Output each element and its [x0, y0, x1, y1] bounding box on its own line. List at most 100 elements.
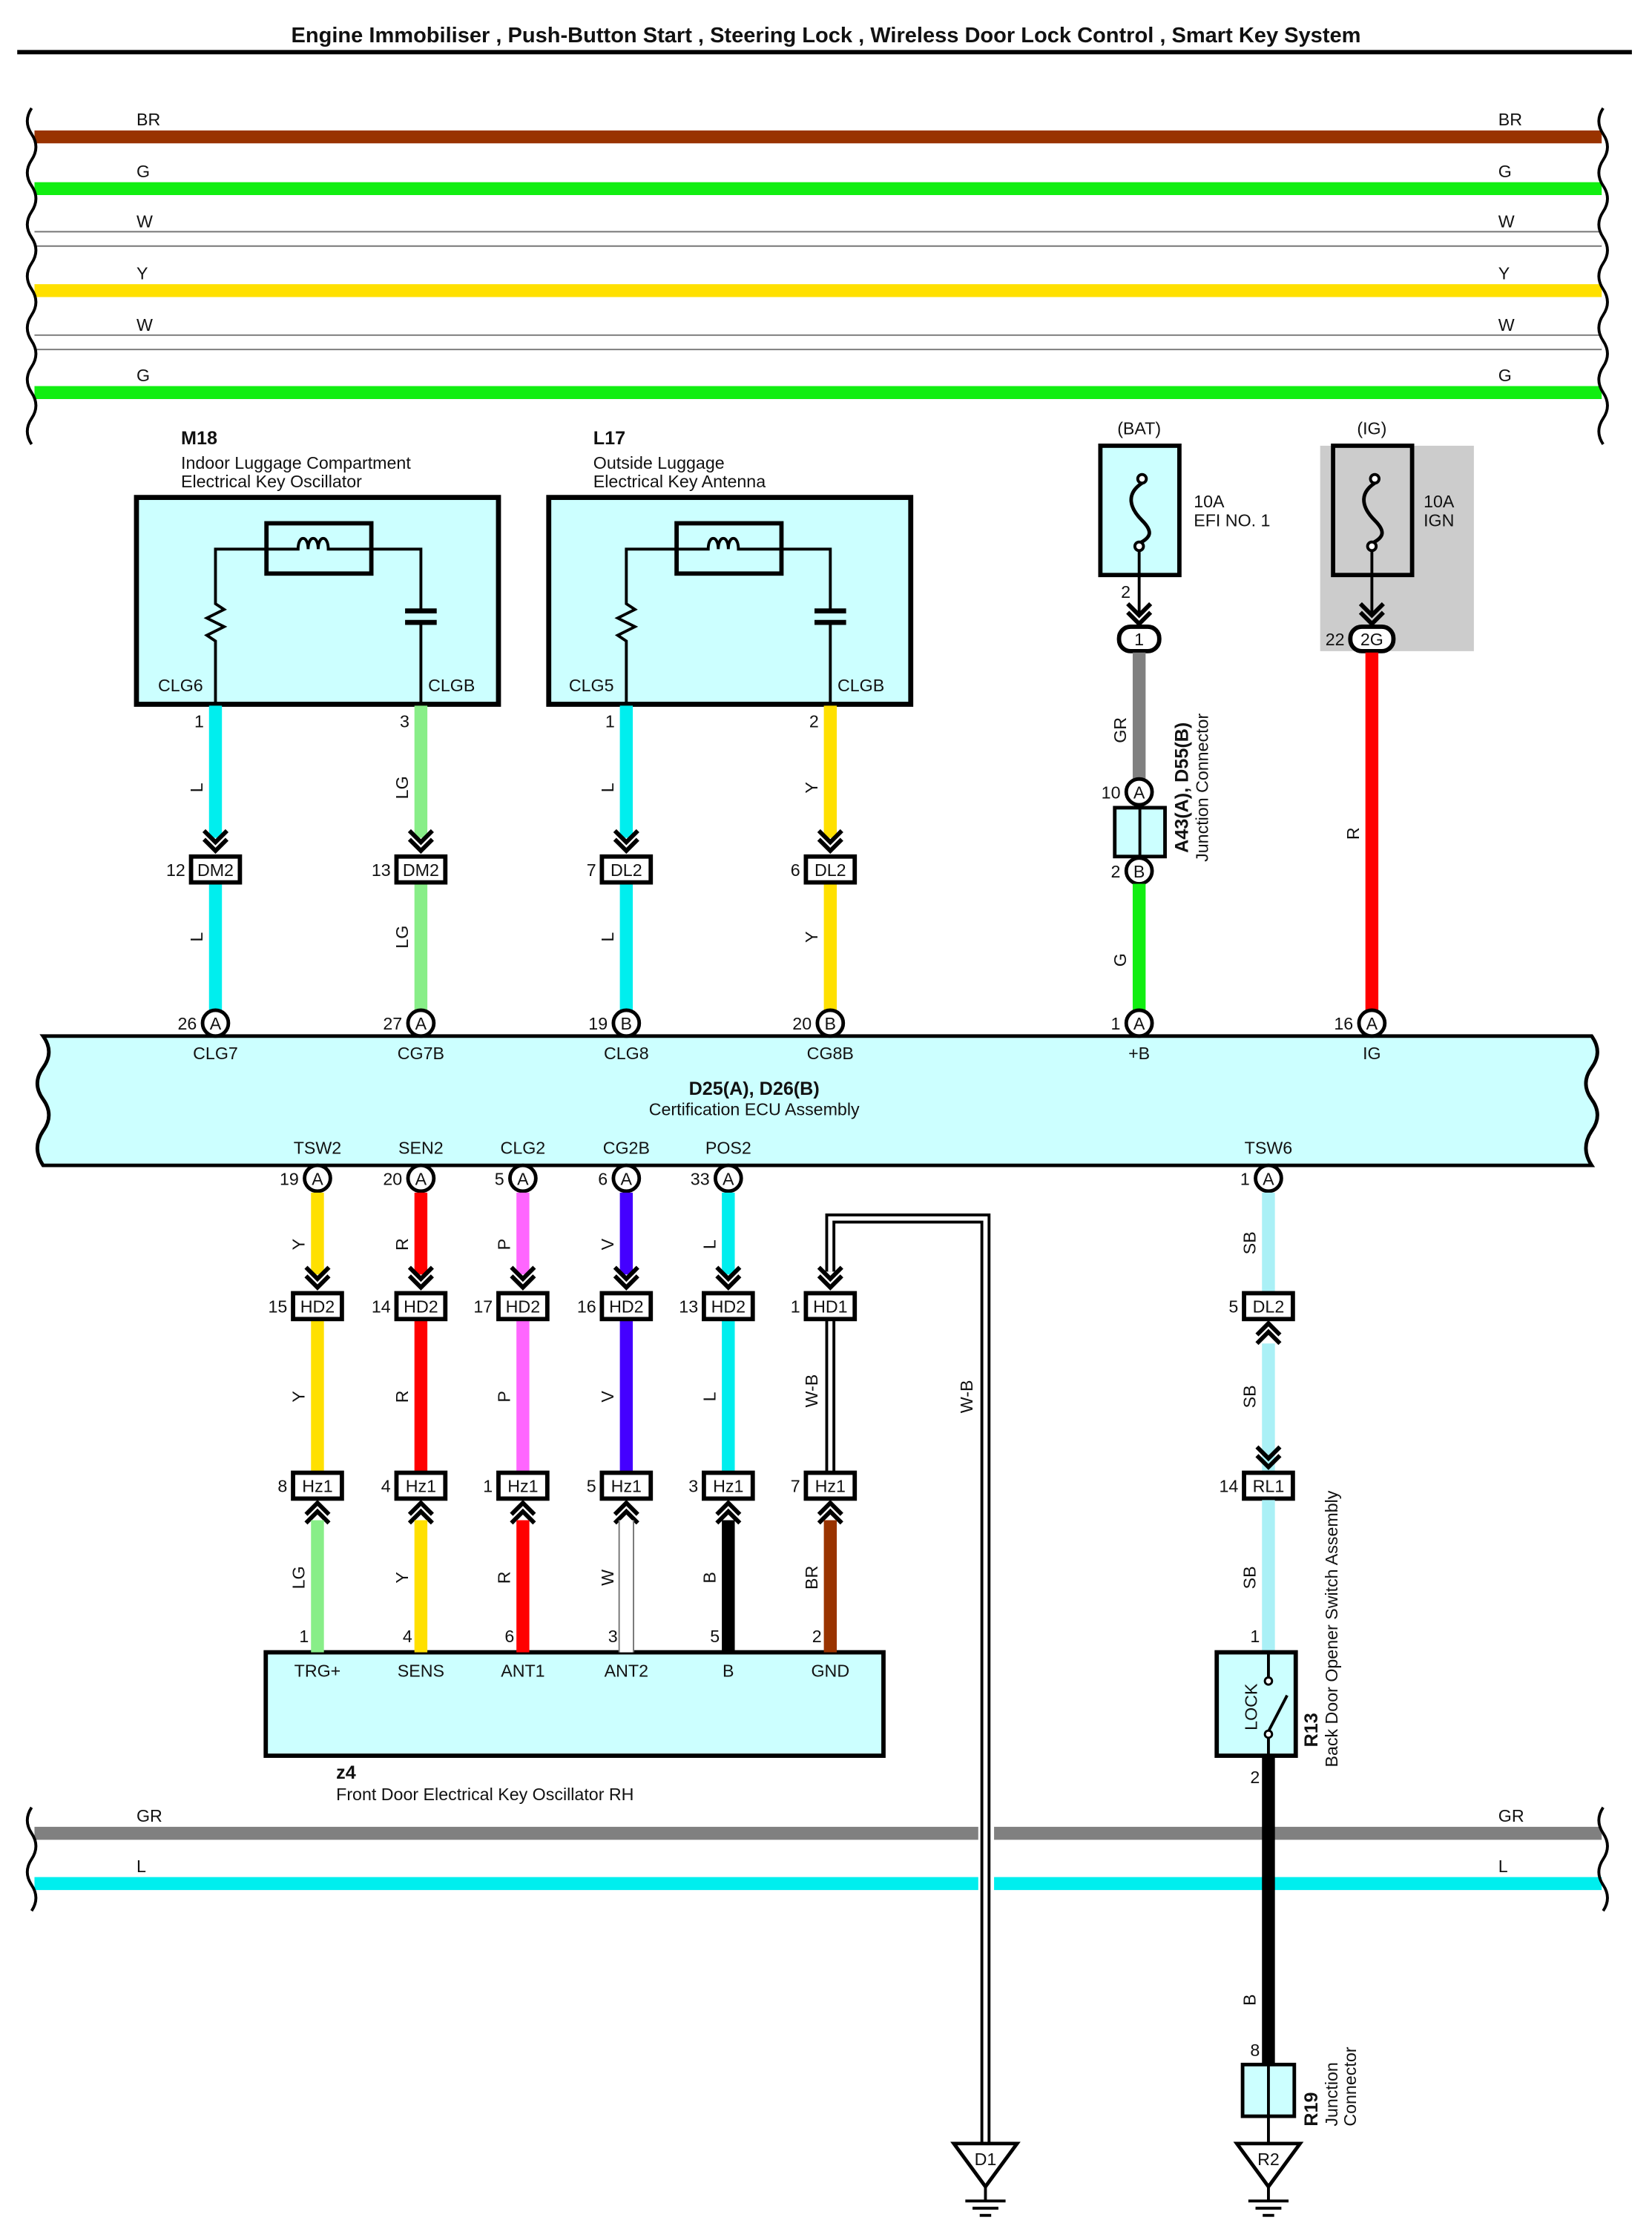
ground-r2 [1233, 2141, 1304, 2190]
connector-hd2 [496, 1291, 550, 1322]
wire-color-label: B [1240, 1994, 1260, 2006]
ecu-pin-letter: A [1133, 1014, 1145, 1033]
connector-hd2-label: HD2 [506, 1297, 540, 1317]
connector-hz1-pin: 4 [381, 1477, 391, 1496]
connector-hd2-label: HD2 [300, 1297, 335, 1317]
junction-pin: 8 [1250, 2041, 1260, 2060]
connector-hz1-label: Hz1 [406, 1477, 436, 1496]
connector-hz1 [394, 1470, 448, 1501]
connector-dm2-pin: 13 [372, 860, 391, 880]
junction-pin-letter: B [1133, 862, 1145, 881]
wire-color-label: G [1110, 953, 1130, 966]
bus-label-right: L [1498, 1857, 1508, 1876]
connector-dl2-pin: 6 [791, 860, 800, 880]
chevron-down-icon [510, 1274, 536, 1291]
chevron-up-icon [1255, 1320, 1282, 1337]
fuse-rating: 10A [1424, 492, 1455, 511]
ecu-terminal-label: TSW6 [1245, 1139, 1293, 1158]
connector-rl1 [1242, 1470, 1295, 1501]
ecu-pin-pin: 20 [383, 1169, 402, 1188]
connector-hd2 [291, 1291, 344, 1322]
wire-color-label: L [187, 783, 206, 792]
ecu-terminal-label: SEN2 [398, 1139, 444, 1158]
connector-dl2 [599, 854, 654, 885]
chevron-down-icon [510, 1265, 536, 1282]
ecu-name: Certification ECU Assembly [649, 1099, 860, 1119]
ecu-pin-letter: A [312, 1169, 323, 1188]
m18-name: Electrical Key Oscillator [181, 472, 362, 491]
ecu-pin-letter: A [517, 1169, 529, 1188]
fuse-icon [1133, 540, 1145, 553]
connector-2g [1348, 625, 1396, 653]
m18-code: M18 [181, 428, 217, 449]
connector-hz1 [496, 1470, 550, 1501]
wire-color-label: SB [1240, 1231, 1260, 1254]
connector-hd2-pin: 13 [679, 1297, 698, 1317]
chevron-down-icon [202, 837, 229, 854]
switch-pin: 2 [1250, 1768, 1260, 1787]
wire-color-label: Y [289, 1239, 309, 1251]
m18-terminal: CLG6 [158, 676, 203, 695]
coil-resistor-circuit-icon [203, 536, 423, 705]
ecu-pin [200, 1008, 231, 1038]
connector-hz1-pin: 1 [483, 1477, 493, 1496]
ecu-terminal-label: CG2B [603, 1139, 650, 1158]
chevron-up-icon [817, 1500, 843, 1516]
wire-color-label: R [494, 1572, 513, 1584]
z4-pin: 5 [710, 1627, 720, 1646]
ecu-pin [303, 1163, 332, 1193]
bat-source-label: (BAT) [1117, 418, 1161, 438]
connector-hz1 [701, 1470, 755, 1501]
connector-dm2-label: DM2 [197, 860, 234, 880]
ecu-pin-pin: 5 [495, 1169, 504, 1188]
z4-box [263, 1650, 886, 1758]
connector-hd2 [701, 1291, 755, 1322]
junction-pin-letter: A [1133, 783, 1145, 802]
wire-color-label: SB [1240, 1566, 1260, 1589]
page-title: Engine Immobiliser , Push-Button Start ,… [292, 24, 1361, 47]
bus-label-right: W [1498, 212, 1515, 231]
wire-color-label: BR [802, 1566, 821, 1590]
connector-hd1-label: HD1 [813, 1297, 847, 1317]
ecu-pin [1357, 1008, 1387, 1038]
z4-terminal-label: GND [812, 1662, 850, 1681]
chevron-down-icon [407, 1274, 434, 1291]
ig-shaded-area [1320, 445, 1474, 651]
chevron-down-icon [1126, 602, 1153, 619]
fuse-icon [1369, 472, 1380, 485]
connector-hz1-label: Hz1 [713, 1477, 743, 1496]
ecu-pin-letter: A [621, 1169, 633, 1188]
fuse-name: IGN [1424, 510, 1454, 530]
chevron-up-icon [817, 1508, 843, 1525]
connector-hz1-pin: 7 [791, 1477, 800, 1496]
wire-color-label: R [1343, 827, 1363, 840]
connector-2g-label: 2G [1360, 630, 1383, 649]
chevron-down-icon [817, 1265, 843, 1282]
bus-label-left: W [136, 315, 153, 335]
chevron-down-icon [613, 829, 639, 846]
connector-hz1 [803, 1470, 858, 1501]
connector-hd2 [394, 1291, 448, 1322]
m18-terminal: CLGB [428, 676, 475, 695]
connector-hd2-pin: 14 [372, 1297, 391, 1317]
chevron-up-icon [715, 1500, 742, 1516]
ecu-pin [611, 1008, 642, 1038]
switch-icon [1263, 1729, 1274, 1739]
bus-label-left: G [136, 366, 150, 385]
l17-terminal: CLG5 [569, 676, 614, 695]
ecu-pin-pin: 19 [280, 1169, 299, 1188]
chevron-down-icon [817, 837, 843, 854]
ecu-pin [713, 1163, 743, 1193]
ecu-pin-letter: A [723, 1169, 734, 1188]
ecu-pin-pin: 19 [588, 1014, 608, 1033]
z4-terminal-label: SENS [398, 1662, 444, 1681]
wire-color-label: SB [1240, 1385, 1260, 1408]
bus-break-right [1597, 1806, 1609, 1912]
switch-icon [1263, 1676, 1274, 1686]
ecu-pin-pin: 1 [1111, 1014, 1121, 1033]
chevron-down-icon [304, 1265, 331, 1282]
ecu-pin-letter: A [415, 1014, 427, 1033]
r13-code: R13 [1301, 1713, 1322, 1747]
l17-box [546, 495, 914, 707]
ecu-pin-pin: 16 [1334, 1014, 1353, 1033]
